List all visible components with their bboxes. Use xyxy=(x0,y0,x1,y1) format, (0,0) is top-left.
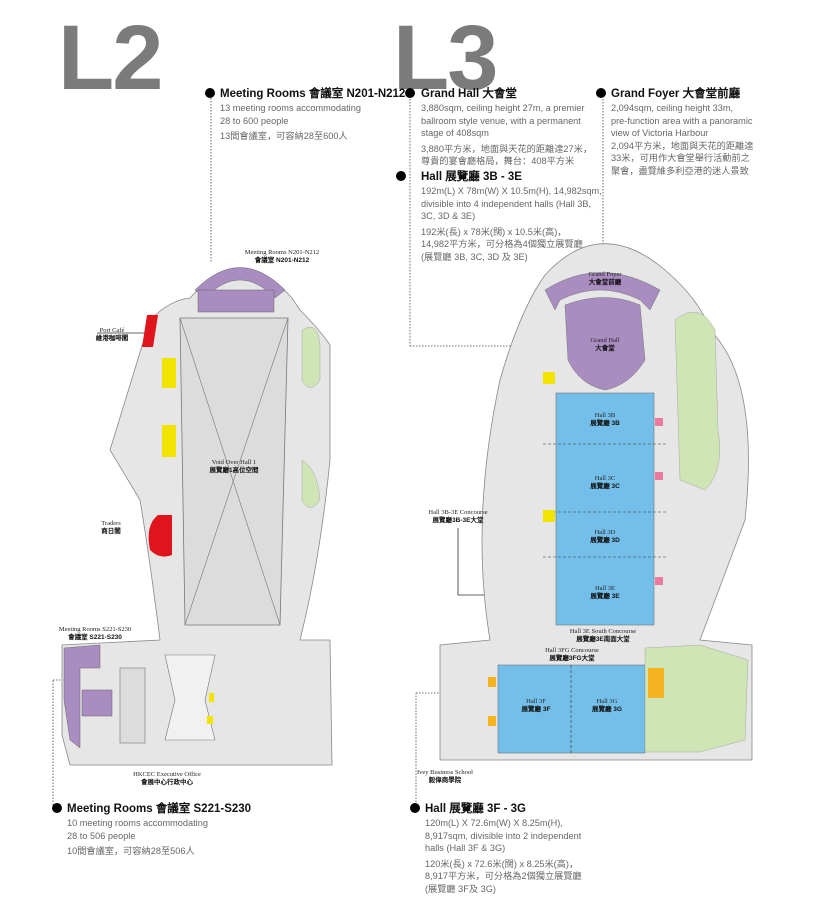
svg-text:Meeting Rooms S221-S230: Meeting Rooms S221-S230 xyxy=(59,626,131,633)
port-cafe xyxy=(142,315,158,347)
info-text-zh: 2,094平方米，地面與天花的距離達 xyxy=(611,140,754,151)
info-text-zh: 尊貴的宴會廳格局，舞台：408平方米 xyxy=(421,156,575,166)
svg-text:商日閣: 商日閣 xyxy=(101,526,121,535)
info-text-zh: 3,880平方米，地面與天花的距離達27米， xyxy=(421,143,593,154)
level-l2-title: L2 xyxy=(58,7,163,109)
bullet-icon xyxy=(405,88,415,98)
info-text: halls (Hall 3F & 3G) xyxy=(425,843,506,853)
info-text: 192m(L) X 78m(W) X 10.5m(H), 14,982sqm, xyxy=(421,186,602,196)
info-text: view of Victoria Harbour xyxy=(611,128,709,138)
svg-text:展覽廳 3B: 展覽廳 3B xyxy=(589,418,620,427)
info-text: 8,917sqm, divisible into 2 independent xyxy=(425,830,582,841)
info-text-zh: 192米(長) x 78米(闊) x 10.5米(高)， xyxy=(421,226,567,237)
info-text-zh: 10間會議室，可容納28至506人 xyxy=(67,846,195,856)
svg-text:Port Café: Port Café xyxy=(100,327,125,334)
bullet-icon xyxy=(205,88,215,98)
svg-text:展覽廳 3F: 展覽廳 3F xyxy=(521,704,551,713)
info-title: Hall 展覽廳 3F - 3G xyxy=(425,803,526,815)
svg-text:Hall 3D: Hall 3D xyxy=(595,529,616,536)
svg-text:Hall 3E: Hall 3E xyxy=(595,585,615,592)
svg-text:會議室 S221-S230: 會議室 S221-S230 xyxy=(68,632,122,641)
svg-text:展覽廳3B-3E大堂: 展覽廳3B-3E大堂 xyxy=(432,515,484,524)
info-text-zh: 聚會，盡覽維多利亞港的迷人景致 xyxy=(611,165,749,176)
meeting-rooms-n201-n212 xyxy=(194,267,286,299)
meeting-rooms-s221-s230 xyxy=(63,644,101,749)
svg-text:維港咖啡閣: 維港咖啡閣 xyxy=(96,333,129,342)
info-hall-3f-3g: Hall 展覽廳 3F - 3G 120m(L) X 72.6m(W) X 8.… xyxy=(425,802,582,898)
grand-foyer xyxy=(544,272,661,311)
info-text: stage of 408sqm xyxy=(421,128,489,138)
svg-text:大會堂前廳: 大會堂前廳 xyxy=(589,277,622,286)
info-text-zh: 33米，可用作大會堂舉行活動前之 xyxy=(611,153,750,163)
info-title: Meeting Rooms 會議室 S221-S230 xyxy=(67,803,252,815)
info-text: 10 meeting rooms accommodating xyxy=(67,818,208,828)
svg-text:Traders: Traders xyxy=(101,520,121,527)
info-text: 13 meeting rooms accommodating xyxy=(220,103,361,113)
svg-text:展覽廳1高位空間: 展覽廳1高位空間 xyxy=(208,465,259,474)
svg-text:展覽廳 3D: 展覽廳 3D xyxy=(589,535,620,544)
svg-text:Void Over Hall 1: Void Over Hall 1 xyxy=(212,459,256,466)
info-text-zh: 13間會議室，可容納28至600人 xyxy=(220,131,348,141)
grand-hall xyxy=(564,297,646,391)
info-text: 2,094sqm, ceiling height 33m, xyxy=(611,103,734,113)
svg-text:Hall 3FG Concourse: Hall 3FG Concourse xyxy=(545,647,599,654)
info-hall-3b-3e: Hall 展覽廳 3B - 3E 192m(L) X 78m(W) X 10.5… xyxy=(421,170,602,266)
info-text-zh: 8,917平方米，可分格為2個獨立展覽廳 xyxy=(425,871,582,881)
info-text: divisible into 4 independent halls (Hall… xyxy=(421,198,592,209)
svg-text:Hall 3G: Hall 3G xyxy=(597,698,618,705)
info-text: 28 to 600 people xyxy=(220,115,289,126)
svg-text:Grand Foyer: Grand Foyer xyxy=(588,271,622,278)
info-text: ballroom style venue, with a permanent xyxy=(421,115,581,126)
halls-3f-3g xyxy=(497,664,646,754)
svg-text:展覽廳3E南面大堂: 展覽廳3E南面大堂 xyxy=(575,634,630,643)
l2-floor-plan xyxy=(61,267,333,766)
svg-text:展覽廳 3E: 展覽廳 3E xyxy=(589,591,620,600)
svg-text:Grand Hall: Grand Hall xyxy=(590,337,619,344)
info-text: 28 to 506 people xyxy=(67,830,136,841)
info-text: 3,880sqm, ceiling height 27m, a premier xyxy=(421,103,585,113)
info-text-zh: (展覽廳 3B, 3C, 3D 及 3E) xyxy=(421,251,528,262)
info-text-zh: 120米(長) x 72.6米(闊) x 8.25米(高)， xyxy=(425,858,579,869)
svg-text:展覽廳 3C: 展覽廳 3C xyxy=(589,481,620,490)
info-text: 3C, 3D & 3E) xyxy=(421,211,476,221)
svg-text:Meeting Rooms N201-N212: Meeting Rooms N201-N212 xyxy=(245,249,319,256)
svg-text:Hall 3F: Hall 3F xyxy=(526,698,546,705)
svg-text:HKCEC Executive Office: HKCEC Executive Office xyxy=(133,771,201,778)
traders-restaurant xyxy=(148,515,172,557)
svg-text:大會堂: 大會堂 xyxy=(595,343,615,352)
info-title: Meeting Rooms 會議室 N201-N212 xyxy=(220,88,406,100)
l2-map-labels: Meeting Rooms N201-N212 會議室 N201-N212 Po… xyxy=(59,249,319,786)
info-text-zh: 14,982平方米，可分格為4個獨立展覽廳 xyxy=(421,239,583,249)
info-text: pre-function area with a panoramic xyxy=(611,115,753,126)
bullet-icon xyxy=(596,88,606,98)
bullet-icon xyxy=(396,171,406,181)
svg-text:會展中心行政中心: 會展中心行政中心 xyxy=(141,777,194,786)
svg-text:會議室 N201-N212: 會議室 N201-N212 xyxy=(255,255,310,264)
info-text-zh: (展覽廳 3F及 3G) xyxy=(425,883,496,894)
info-meeting-rooms-north: Meeting Rooms 會議室 N201-N212 13 meeting r… xyxy=(220,87,405,146)
l3-floor-plan xyxy=(439,243,753,761)
svg-text:展覽廳 3G: 展覽廳 3G xyxy=(591,704,622,713)
svg-text:Hall 3B-3E Concourse: Hall 3B-3E Concourse xyxy=(428,509,487,516)
info-title: Grand Hall 大會堂 xyxy=(421,88,517,100)
svg-text:Hall 3E South Concourse: Hall 3E South Concourse xyxy=(570,628,636,635)
svg-text:Ivey Business School: Ivey Business School xyxy=(417,769,473,776)
halls-3b-3e xyxy=(555,392,655,626)
info-title: Grand Foyer 大會堂前廳 xyxy=(611,88,741,100)
bullet-icon xyxy=(410,803,420,813)
info-grand-hall: Grand Hall 大會堂 3,880sqm, ceiling height … xyxy=(421,87,592,171)
svg-text:展覽廳3FG大堂: 展覽廳3FG大堂 xyxy=(548,653,595,662)
svg-text:毅偉商學院: 毅偉商學院 xyxy=(428,775,462,784)
l3-map-labels: Grand Foyer 大會堂前廳 Grand Hall 大會堂 Hall 3B… xyxy=(417,271,636,784)
svg-text:Hall 3C: Hall 3C xyxy=(595,475,615,482)
info-text: 120m(L) X 72.6m(W) X 8.25m(H), xyxy=(425,818,563,828)
info-title: Hall 展覽廳 3B - 3E xyxy=(421,171,522,183)
bullet-icon xyxy=(52,803,62,813)
info-meeting-rooms-south: Meeting Rooms 會議室 S221-S230 10 meeting r… xyxy=(67,802,251,861)
svg-text:Hall 3B: Hall 3B xyxy=(595,412,616,419)
info-grand-foyer: Grand Foyer 大會堂前廳 2,094sqm, ceiling heig… xyxy=(611,87,753,180)
